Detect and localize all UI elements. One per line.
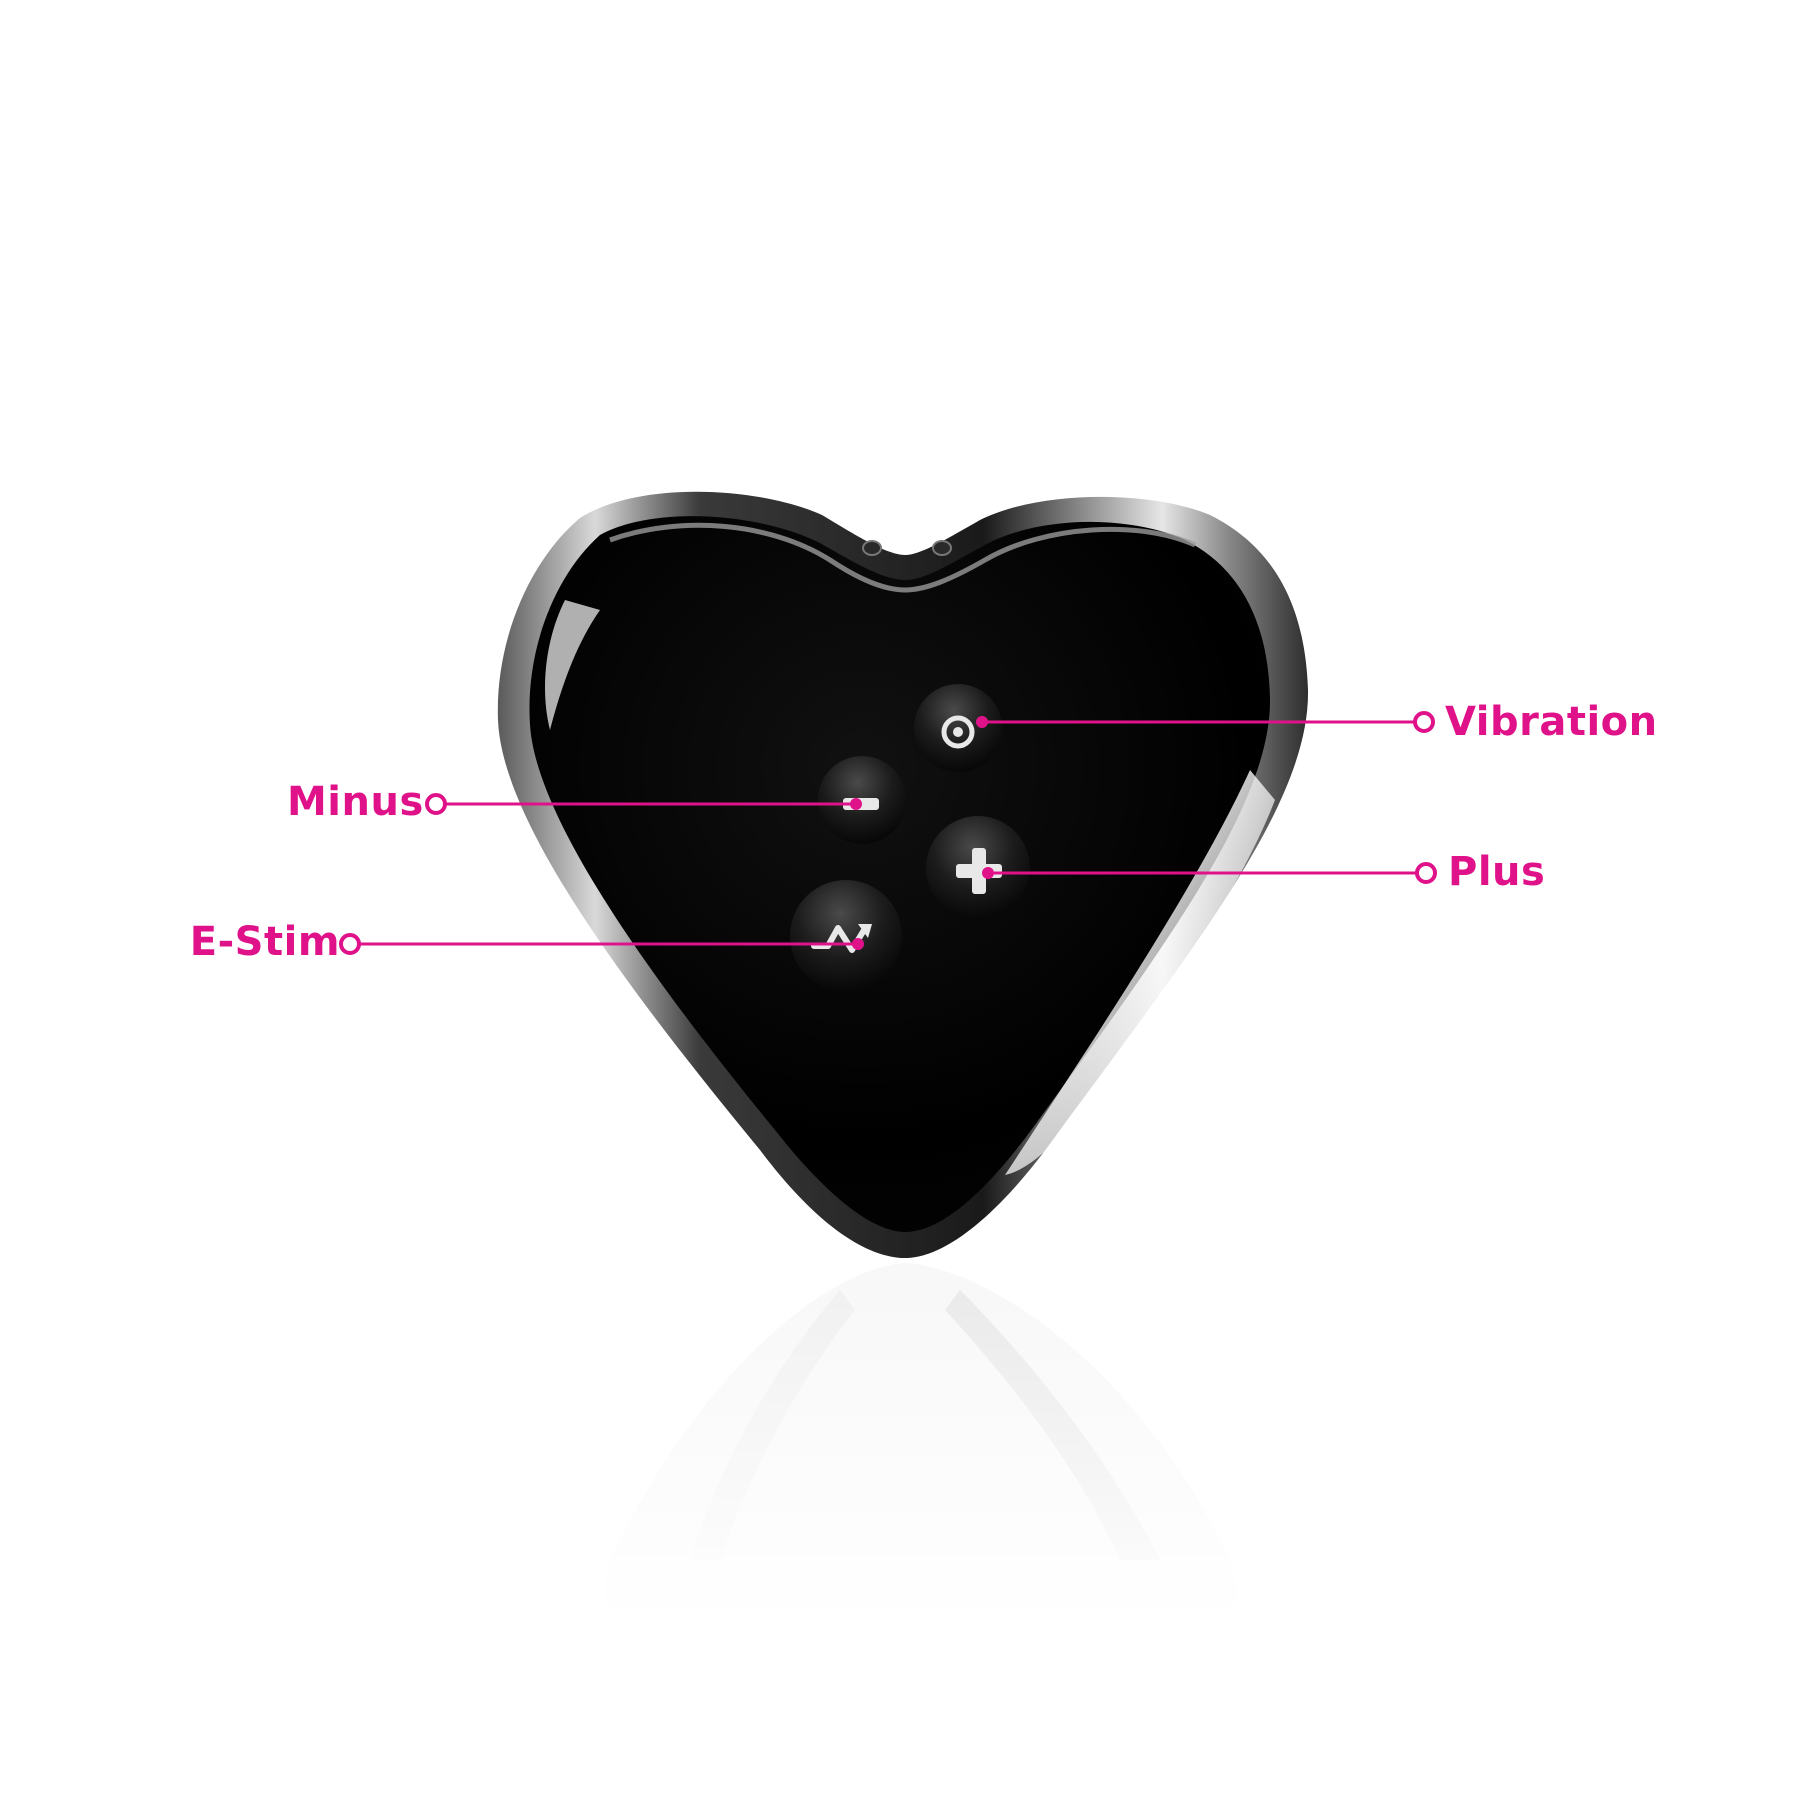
plus-label: Plus	[1448, 849, 1546, 895]
minus-button[interactable]	[818, 756, 906, 844]
callout-lines	[339, 711, 1437, 955]
vibration-label: Vibration	[1445, 699, 1658, 745]
minus-callout	[425, 793, 862, 815]
estim-callout	[339, 933, 864, 955]
device-reflection	[560, 1250, 1280, 1630]
vibration-callout	[976, 711, 1435, 733]
heart-device	[497, 491, 1309, 1258]
minus-label: Minus	[287, 779, 424, 825]
estim-label: E-Stim	[189, 919, 340, 965]
plus-button[interactable]	[926, 816, 1030, 920]
plus-callout	[982, 862, 1437, 884]
estim-button[interactable]	[790, 880, 902, 992]
vibration-button[interactable]	[914, 684, 1002, 772]
vibration-icon	[941, 715, 975, 749]
